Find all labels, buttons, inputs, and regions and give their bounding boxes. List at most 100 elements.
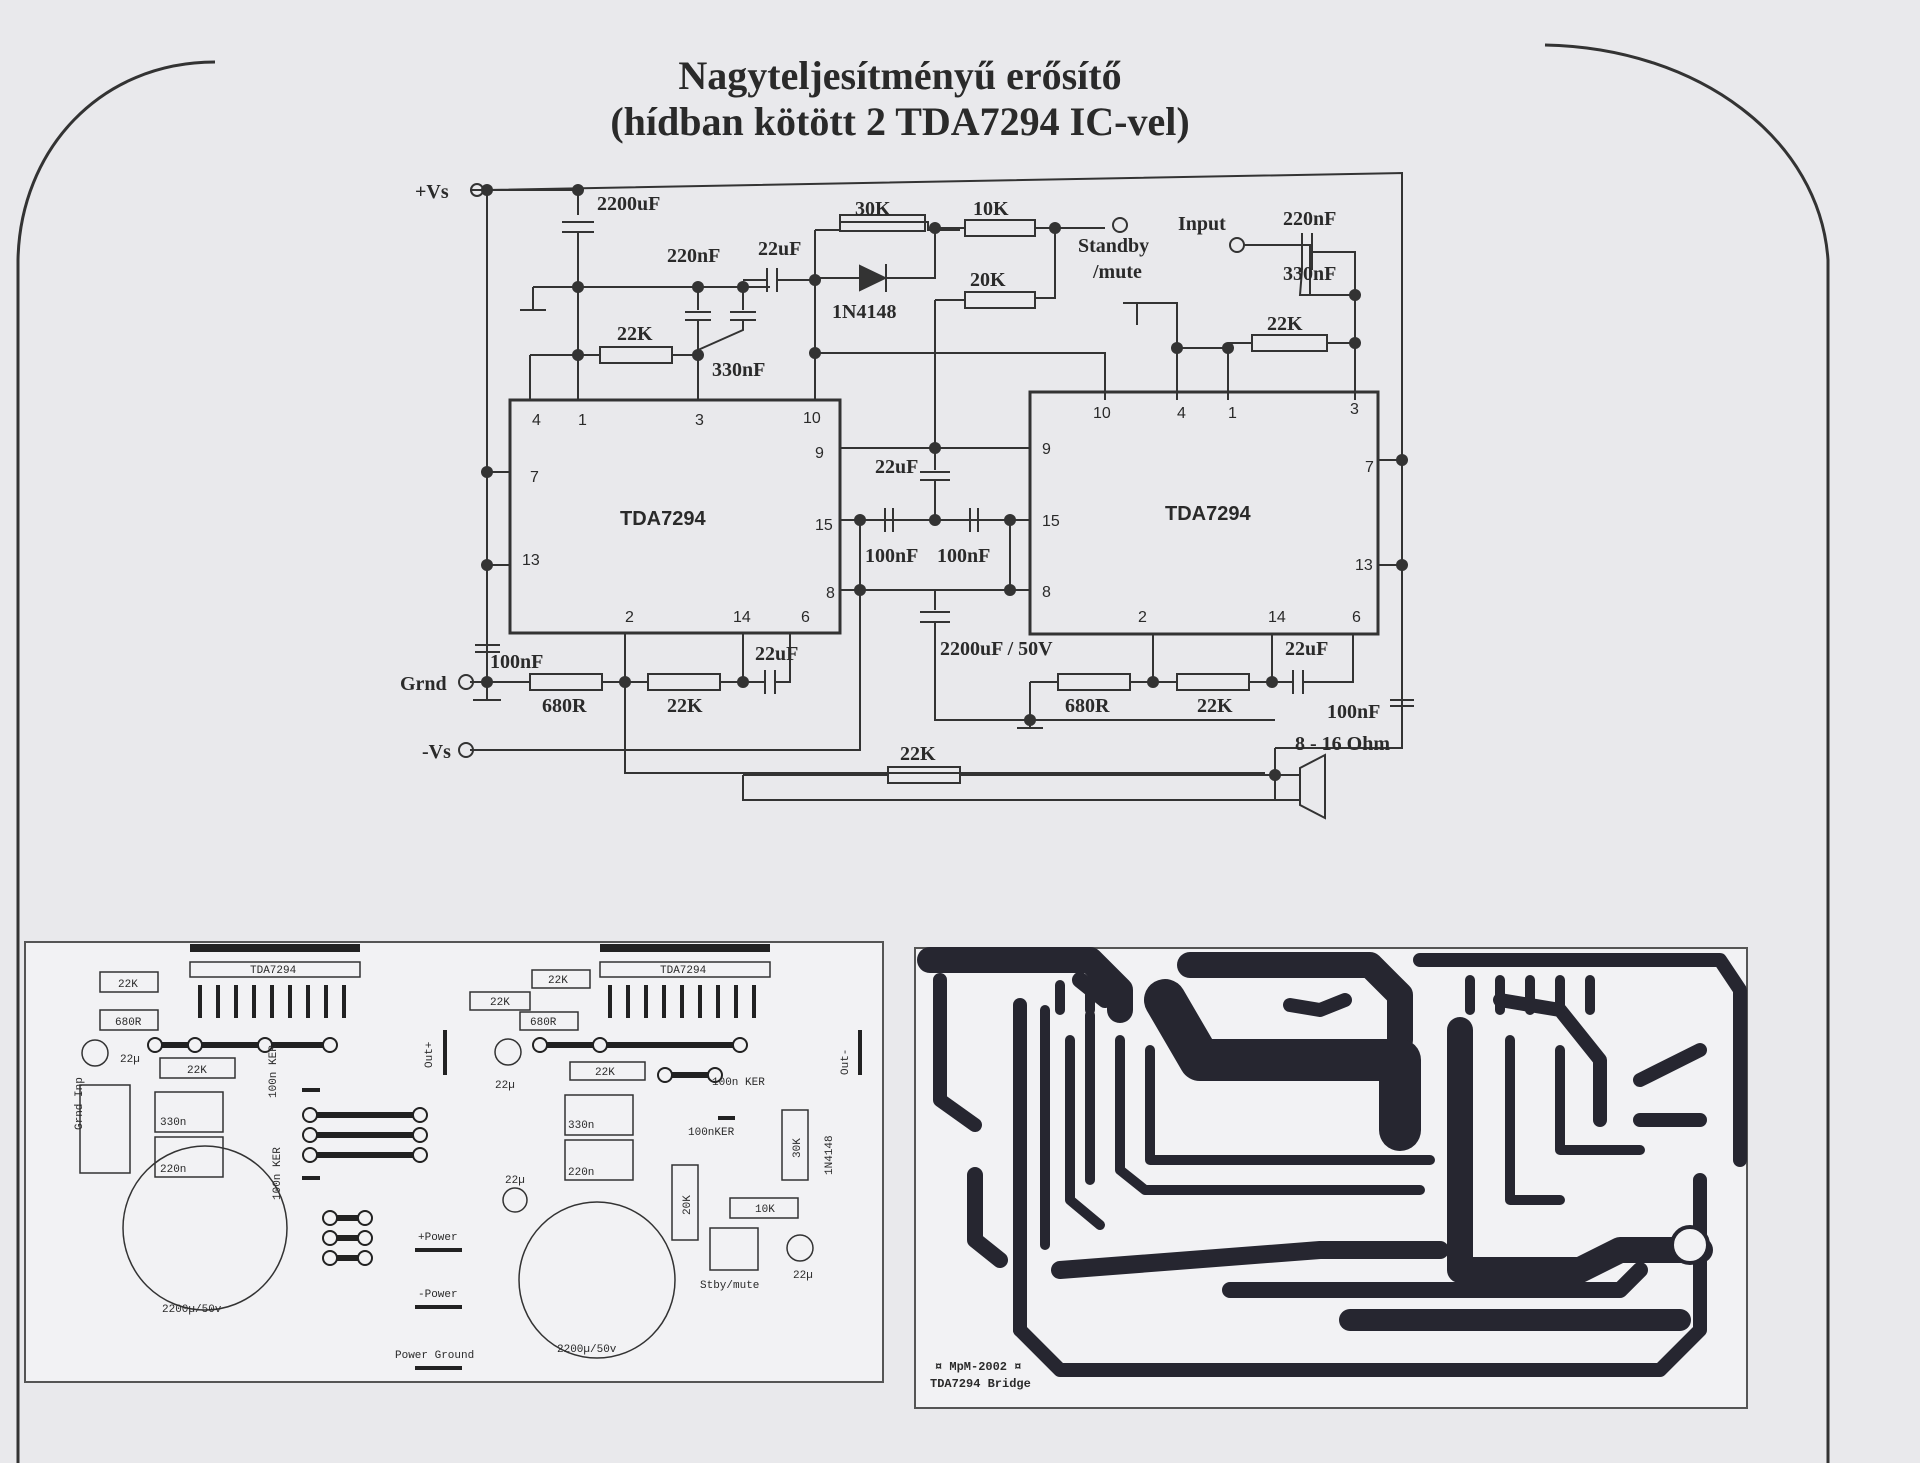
c-220-right-label: 220nF — [1283, 208, 1336, 230]
r-22k-feedback-label: 22K — [900, 743, 936, 765]
svg-text:1: 1 — [578, 412, 587, 429]
svg-text:3: 3 — [695, 412, 704, 429]
c-2200-top-label: 2200uF — [597, 193, 660, 215]
svg-text:30K: 30K — [792, 1138, 804, 1158]
svg-text:100n KER: 100n KER — [272, 1147, 284, 1200]
svg-text:+Power: +Power — [418, 1232, 458, 1244]
svg-text:TDA7294: TDA7294 — [250, 965, 297, 977]
ic-labels: TDA7294 TDA7294 — [620, 503, 1251, 530]
page-frame — [16, 43, 1830, 1463]
svg-text:330n: 330n — [568, 1120, 594, 1132]
c-220-left-label: 220nF — [667, 245, 720, 267]
svg-text:100n KER: 100n KER — [712, 1077, 765, 1089]
svg-text:100nKER: 100nKER — [688, 1127, 735, 1139]
svg-text:22µ: 22µ — [120, 1054, 140, 1066]
svg-text:22K: 22K — [548, 975, 568, 987]
pcb-credits: ¤ MpM-2002 ¤ TDA7294 Bridge — [930, 1360, 1031, 1391]
r-22k-right-bot-label: 22K — [1197, 695, 1233, 717]
c-22-left-bot-label: 22uF — [755, 643, 798, 665]
svg-text:14: 14 — [733, 609, 751, 626]
svg-text:22µ: 22µ — [495, 1080, 515, 1092]
r-22k-left-label: 22K — [617, 323, 653, 345]
vplus-label: +Vs — [415, 181, 449, 203]
svg-text:TDA7294: TDA7294 — [660, 965, 707, 977]
svg-text:1N4148: 1N4148 — [824, 1135, 836, 1175]
c-100-mid2-label: 100nF — [937, 545, 990, 567]
ic2-name: TDA7294 — [1165, 503, 1251, 525]
r-20k-label: 20K — [970, 269, 1006, 291]
svg-text:22K: 22K — [187, 1065, 207, 1077]
pcb-layout: ¤ MpM-2002 ¤ TDA7294 Bridge — [914, 947, 1748, 1409]
svg-text:6: 6 — [801, 609, 810, 626]
c-100-left-bot-label: 100nF — [490, 651, 543, 673]
svg-text:2200µ/50v: 2200µ/50v — [557, 1344, 617, 1356]
c-330-right-label: 330nF — [1283, 263, 1336, 285]
svg-text:10: 10 — [1093, 405, 1111, 422]
svg-text:22K: 22K — [490, 997, 510, 1009]
ic1-pins: 4 1 3 10 9 7 13 15 8 2 14 6 — [522, 410, 835, 626]
c-22-left-label: 22uF — [758, 238, 801, 260]
standby-label: Standby — [1078, 235, 1149, 257]
svg-text:2200µ/50v: 2200µ/50v — [162, 1304, 222, 1316]
c-22-right-bot-label: 22uF — [1285, 638, 1328, 660]
svg-text:10: 10 — [803, 410, 821, 427]
svg-text:100n KER: 100n KER — [268, 1045, 280, 1098]
svg-text:2: 2 — [625, 609, 634, 626]
svg-text:220n: 220n — [568, 1167, 594, 1179]
svg-text:22K: 22K — [118, 979, 138, 991]
svg-text:7: 7 — [530, 469, 539, 486]
svg-text:Stby/mute: Stby/mute — [700, 1280, 759, 1292]
input-label: Input — [1178, 213, 1226, 235]
svg-text:Out+: Out+ — [424, 1042, 436, 1068]
ic2-pins: 10 4 1 3 9 7 15 13 8 2 14 6 — [1042, 401, 1374, 626]
r-22k-right-label: 22K — [1267, 313, 1303, 335]
schematic — [470, 171, 1414, 820]
schematic-labels: +Vs Grnd -Vs 2200uF 220nF 22uF 22K 330nF… — [400, 181, 1390, 765]
svg-text:15: 15 — [815, 517, 833, 534]
svg-text:9: 9 — [1042, 441, 1051, 458]
r-30k-label: 30K — [855, 198, 891, 220]
svg-text:680R: 680R — [115, 1017, 142, 1029]
svg-text:15: 15 — [1042, 513, 1060, 530]
c-100-right-bot-label: 100nF — [1327, 701, 1380, 723]
svg-text:13: 13 — [522, 552, 540, 569]
ic1-name: TDA7294 — [620, 508, 706, 530]
svg-text:4: 4 — [1177, 405, 1186, 422]
c-100-mid1-label: 100nF — [865, 545, 918, 567]
svg-text:-Power: -Power — [418, 1289, 458, 1301]
svg-text:6: 6 — [1352, 609, 1361, 626]
d-1n4148-label: 1N4148 — [832, 301, 896, 323]
svg-text:22µ: 22µ — [793, 1270, 813, 1282]
mute-label: /mute — [1092, 261, 1142, 283]
r-22k-left-bot-label: 22K — [667, 695, 703, 717]
svg-text:220n: 220n — [160, 1164, 186, 1176]
speaker-label: 8 - 16 Ohm — [1295, 733, 1390, 755]
svg-text:Out-: Out- — [840, 1049, 852, 1075]
svg-text:Grnd Inp: Grnd Inp — [74, 1077, 86, 1130]
svg-text:3: 3 — [1350, 401, 1359, 418]
layout-labels: TDA7294 TDA7294 22K 680R 22µ 22K 330n 22… — [74, 965, 852, 1362]
svg-text:20K: 20K — [682, 1195, 694, 1215]
r-680-right-label: 680R — [1065, 695, 1110, 717]
r-10k-label: 10K — [973, 198, 1009, 220]
gnd-label: Grnd — [400, 673, 447, 695]
svg-text:22K: 22K — [595, 1067, 615, 1079]
svg-text:7: 7 — [1365, 459, 1374, 476]
svg-text:9: 9 — [815, 445, 824, 462]
r-680-left-label: 680R — [542, 695, 587, 717]
title-line-1: Nagyteljesítményű erősítő — [678, 53, 1122, 98]
junction-dots — [481, 184, 1408, 781]
svg-text:13: 13 — [1355, 557, 1373, 574]
title-line-2: (hídban kötött 2 TDA7294 IC-vel) — [610, 99, 1190, 144]
svg-text:8: 8 — [826, 585, 835, 602]
svg-text:14: 14 — [1268, 609, 1286, 626]
c-22-mid-label: 22uF — [875, 456, 918, 478]
svg-text:22µ: 22µ — [505, 1175, 525, 1187]
svg-text:10K: 10K — [755, 1204, 775, 1216]
c-2200-mid-label: 2200uF / 50V — [940, 638, 1053, 660]
svg-text:680R: 680R — [530, 1017, 557, 1029]
pcb-credit-1: ¤ MpM-2002 ¤ — [935, 1360, 1021, 1374]
svg-text:8: 8 — [1042, 584, 1051, 601]
c-330-left-label: 330nF — [712, 359, 765, 381]
